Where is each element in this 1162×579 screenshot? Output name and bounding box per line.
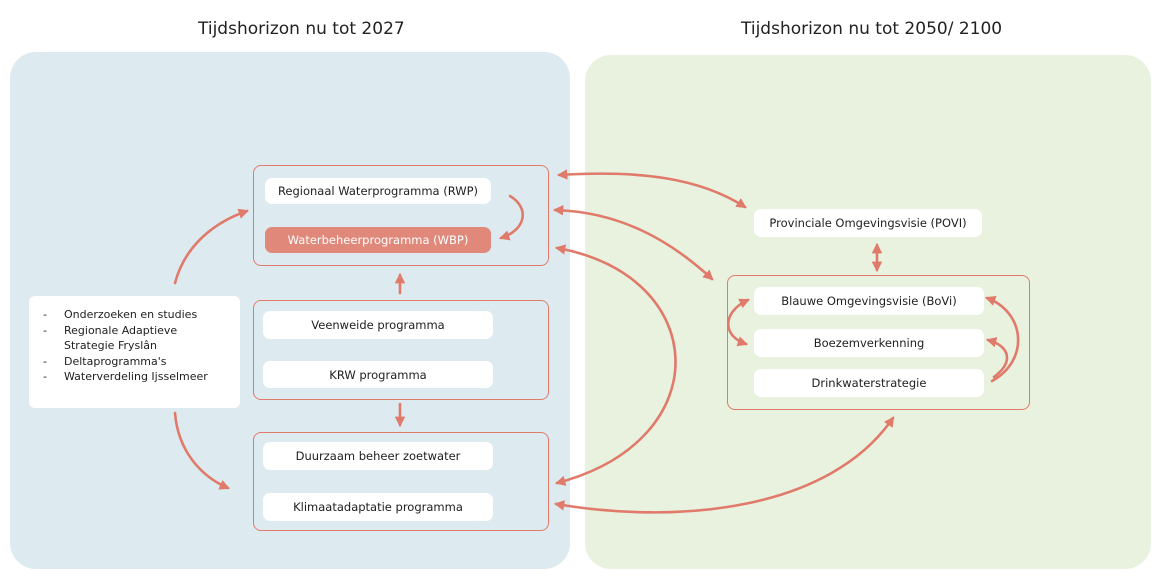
node-wbp: Waterbeheerprogramma (WBP) <box>265 227 491 253</box>
group-frame-bovi <box>727 275 1030 410</box>
heading-left: Tijdshorizon nu tot 2027 <box>198 19 405 39</box>
node-zoetwater: Duurzaam beheer zoetwater <box>263 442 493 470</box>
node-veenweide: Veenweide programma <box>263 311 493 339</box>
source-item: Waterverdeling Ijsselmeer <box>43 369 230 385</box>
node-rwp: Regionaal Waterprogramma (RWP) <box>265 178 491 204</box>
source-item: Onderzoeken en studies <box>43 307 230 323</box>
sources-list: Onderzoeken en studies Regionale Adaptie… <box>43 307 230 385</box>
node-drinkwaterstrategie: Drinkwaterstrategie <box>754 369 984 397</box>
node-povi: Provinciale Omgevingsvisie (POVI) <box>754 209 982 237</box>
heading-right: Tijdshorizon nu tot 2050/ 2100 <box>741 19 1003 39</box>
arrow-drinkwater-to-boezem <box>985 337 1009 379</box>
node-krw: KRW programma <box>263 361 493 388</box>
group-frame-rwp-wbp <box>253 165 549 266</box>
arrow-sources-to-zoetwater-group <box>173 411 230 490</box>
arrow-bovi-boezem-left <box>727 298 750 347</box>
arrow-wbp-zoetwater-loop <box>554 244 677 486</box>
sources-box: Onderzoeken en studies Regionale Adaptie… <box>29 296 240 408</box>
arrow-rwp-group-povi <box>556 169 747 209</box>
arrow-rwp-group-bovi-group <box>552 205 714 281</box>
arrow-rwp-to-wbp <box>499 194 524 241</box>
arrow-klimaat-bovi-group <box>553 416 895 514</box>
source-item: Regionale Adaptieve Strategie Fryslân <box>43 323 230 354</box>
arrow-sources-to-rwp-group <box>173 208 249 285</box>
source-item: Deltaprogramma's <box>43 354 230 370</box>
node-klimaatadaptatie: Klimaatadaptatie programma <box>263 493 493 521</box>
group-frame-programmas <box>253 300 549 400</box>
arrow-drinkwater-to-bovi <box>985 296 1020 383</box>
node-bovi: Blauwe Omgevingsvisie (BoVi) <box>754 287 984 315</box>
node-boezemverkenning: Boezemverkenning <box>754 329 984 357</box>
group-frame-zoetwater-klimaat <box>253 432 549 531</box>
